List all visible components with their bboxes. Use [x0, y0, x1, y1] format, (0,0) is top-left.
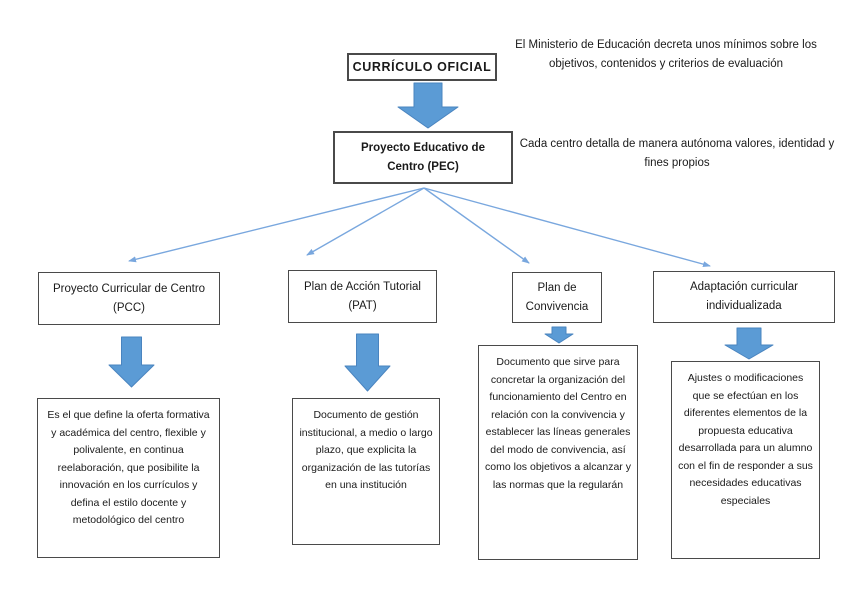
- curriculo-oficial-box: CURRÍCULO OFICIAL: [347, 53, 497, 81]
- down-block-arrow-icon: [544, 326, 574, 344]
- down-block-arrow-icon: [724, 327, 774, 360]
- down-block-arrow-icon: [397, 82, 459, 129]
- connector-pec-to-pat: [306, 187, 425, 256]
- down-block-arrow-icon: [108, 336, 155, 388]
- connector-pec-to-adaptacion: [423, 187, 711, 268]
- pat-description-box: Documento de gestión institucional, a me…: [292, 398, 440, 545]
- curriculo-oficial-label: CURRÍCULO OFICIAL: [352, 60, 492, 74]
- pat-title-box: Plan de Acción Tutorial (PAT): [288, 270, 437, 323]
- convivencia-title-box: Plan de Convivencia: [512, 272, 602, 323]
- down-block-arrow-icon: [344, 333, 391, 392]
- curriculo-oficial-note: El Ministerio de Educación decreta unos …: [515, 39, 817, 70]
- connector-pec-to-pcc: [128, 187, 425, 263]
- convivencia-title: Plan de Convivencia: [525, 281, 589, 313]
- pcc-description: Es el que define la oferta formativa y a…: [47, 409, 210, 526]
- connector-pec-to-convivencia: [423, 187, 530, 264]
- adaptacion-description: Ajustes o modificaciones que se efectúan…: [678, 372, 813, 507]
- pcc-description-box: Es el que define la oferta formativa y a…: [37, 398, 220, 558]
- adaptacion-description-box: Ajustes o modificaciones que se efectúan…: [671, 361, 820, 559]
- convivencia-description-box: Documento que sirve para concretar la or…: [478, 345, 638, 560]
- pcc-title: Proyecto Curricular de Centro (PCC): [52, 282, 206, 314]
- adaptacion-title-box: Adaptación curricular individualizada: [653, 271, 835, 323]
- pec-box: Proyecto Educativo de Centro (PEC): [333, 131, 513, 184]
- convivencia-description: Documento que sirve para concretar la or…: [485, 356, 631, 491]
- pec-note: Cada centro detalla de manera autónoma v…: [519, 138, 835, 169]
- adaptacion-title: Adaptación curricular individualizada: [689, 281, 799, 312]
- pcc-title-box: Proyecto Curricular de Centro (PCC): [38, 272, 220, 325]
- pec-label: Proyecto Educativo de Centro (PEC): [361, 141, 485, 173]
- pat-title: Plan de Acción Tutorial (PAT): [304, 280, 421, 312]
- pat-description: Documento de gestión institucional, a me…: [299, 409, 433, 491]
